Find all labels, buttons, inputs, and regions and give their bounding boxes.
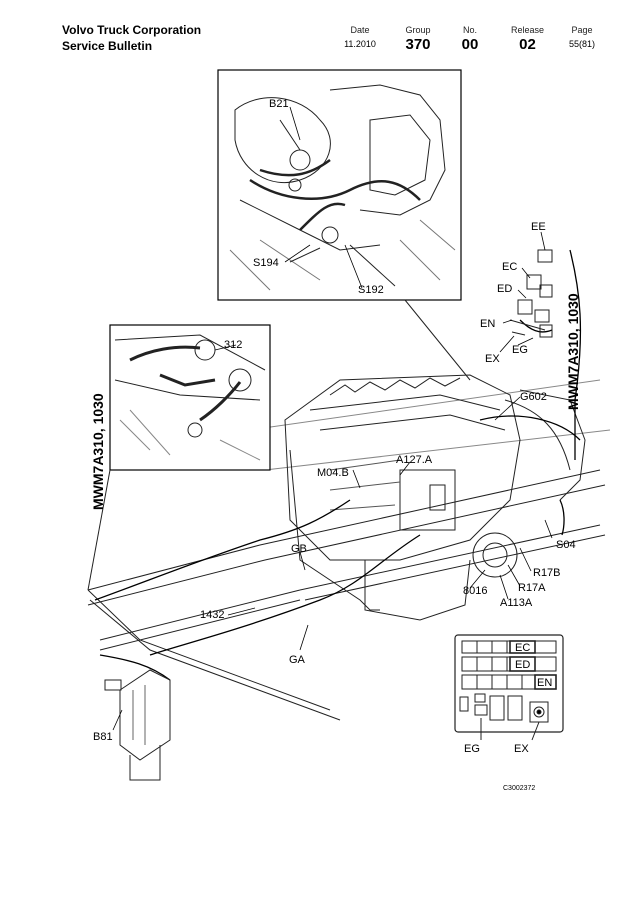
panel-label-ed: ED — [515, 659, 530, 671]
label-a127a: A127.A — [396, 454, 433, 466]
leader-left-inset — [87, 469, 111, 591]
date-label: Date — [350, 25, 370, 35]
label-gb: GB — [291, 543, 307, 555]
connector-cluster — [509, 249, 553, 338]
leader-top-inset — [404, 299, 471, 381]
engine-block — [284, 374, 586, 621]
label-s192: S192 — [358, 284, 384, 296]
label-b21: B21 — [269, 98, 289, 110]
model-code-left: MWM7A310, 1030 — [90, 393, 106, 510]
fuel-filter — [104, 669, 171, 781]
figure-id: C3002372 — [503, 785, 535, 792]
label-312: 312 — [224, 339, 242, 351]
panel-label-en: EN — [537, 677, 552, 689]
label-g602: G602 — [520, 391, 547, 403]
page-value: 55(81) — [568, 39, 595, 49]
panel-label-ex: EX — [514, 743, 529, 755]
inset-top — [217, 69, 462, 301]
label-1432: 1432 — [200, 609, 224, 621]
label-ec: EC — [502, 261, 517, 273]
label-en: EN — [480, 318, 495, 330]
chassis-frame — [87, 379, 611, 721]
label-b81: B81 — [93, 731, 113, 743]
number-label: No. — [462, 25, 477, 35]
model-code-right: MWM7A310, 1030 — [565, 293, 581, 410]
label-r17b: R17B — [533, 567, 561, 579]
date-value: 11.2010 — [344, 39, 376, 49]
label-ed: ED — [497, 283, 512, 295]
fuse-panel — [454, 634, 564, 741]
diagram-labels: B21 S194 S192 EE EC ED EN EX EG G602 312… — [90, 98, 581, 792]
label-r17a: R17A — [518, 582, 546, 594]
label-a113a: A113A — [500, 597, 533, 609]
header-company: Volvo Truck Corporation Service Bulletin — [62, 22, 201, 54]
wire-harness — [94, 249, 582, 681]
label-ex: EX — [485, 353, 500, 365]
page-field: Page 55(81) — [562, 24, 602, 51]
label-m04b: M04.B — [317, 467, 349, 479]
date-field: Date 11.2010 — [340, 24, 380, 51]
label-leaders — [112, 106, 553, 731]
group-value: 370 — [405, 36, 431, 53]
page-label: Page — [571, 25, 593, 35]
document-type: Service Bulletin — [62, 39, 153, 53]
label-ee: EE — [531, 221, 546, 233]
group-label: Group — [405, 25, 431, 35]
company-name: Volvo Truck Corporation — [62, 23, 202, 37]
number-value: 00 — [461, 36, 479, 53]
release-field: Release 02 — [505, 24, 550, 54]
label-ga: GA — [289, 654, 306, 666]
release-value: 02 — [519, 36, 536, 53]
group-field: Group 370 — [398, 24, 438, 54]
label-s194: S194 — [253, 257, 279, 269]
panel-label-ec: EC — [515, 642, 530, 654]
label-8016: 8016 — [463, 585, 487, 597]
label-s04: S04 — [556, 539, 576, 551]
release-label: Release — [510, 25, 545, 35]
number-field: No. 00 — [455, 24, 485, 54]
inset-left — [109, 324, 271, 471]
label-eg: EG — [512, 344, 528, 356]
panel-label-eg: EG — [464, 743, 480, 755]
